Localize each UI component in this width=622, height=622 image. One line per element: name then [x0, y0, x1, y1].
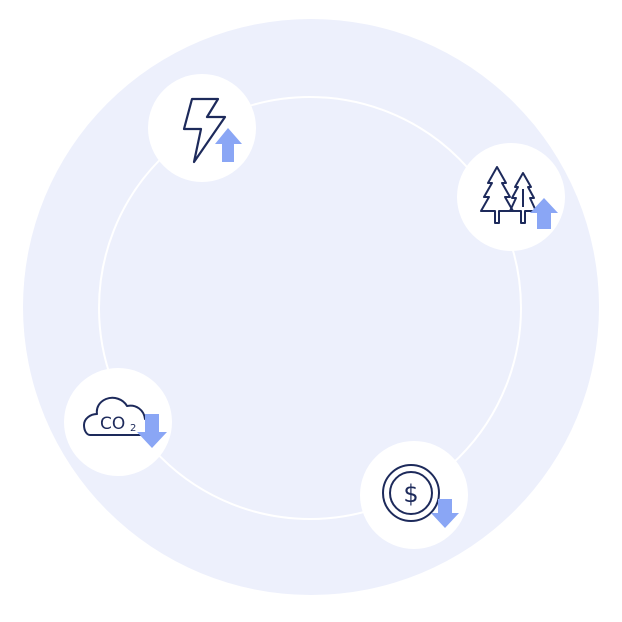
- up-arrow-icon: [215, 128, 242, 162]
- up-arrow-icon: [530, 198, 558, 229]
- pine-trees-icon: [480, 166, 537, 224]
- dollar-coin-icon: $: [382, 464, 440, 522]
- lightning-bolt-icon: [182, 97, 227, 164]
- co2-subscript: 2: [130, 423, 136, 434]
- cycle-ring: [98, 96, 522, 520]
- node-co2: CO 2: [64, 368, 172, 476]
- node-forest: [457, 143, 565, 251]
- dollar-sign: $: [403, 480, 418, 508]
- co2-label: CO: [100, 414, 125, 434]
- node-cost: $: [360, 441, 468, 549]
- down-arrow-icon: [137, 414, 167, 448]
- down-arrow-icon: [431, 499, 459, 528]
- node-energy: [148, 74, 256, 182]
